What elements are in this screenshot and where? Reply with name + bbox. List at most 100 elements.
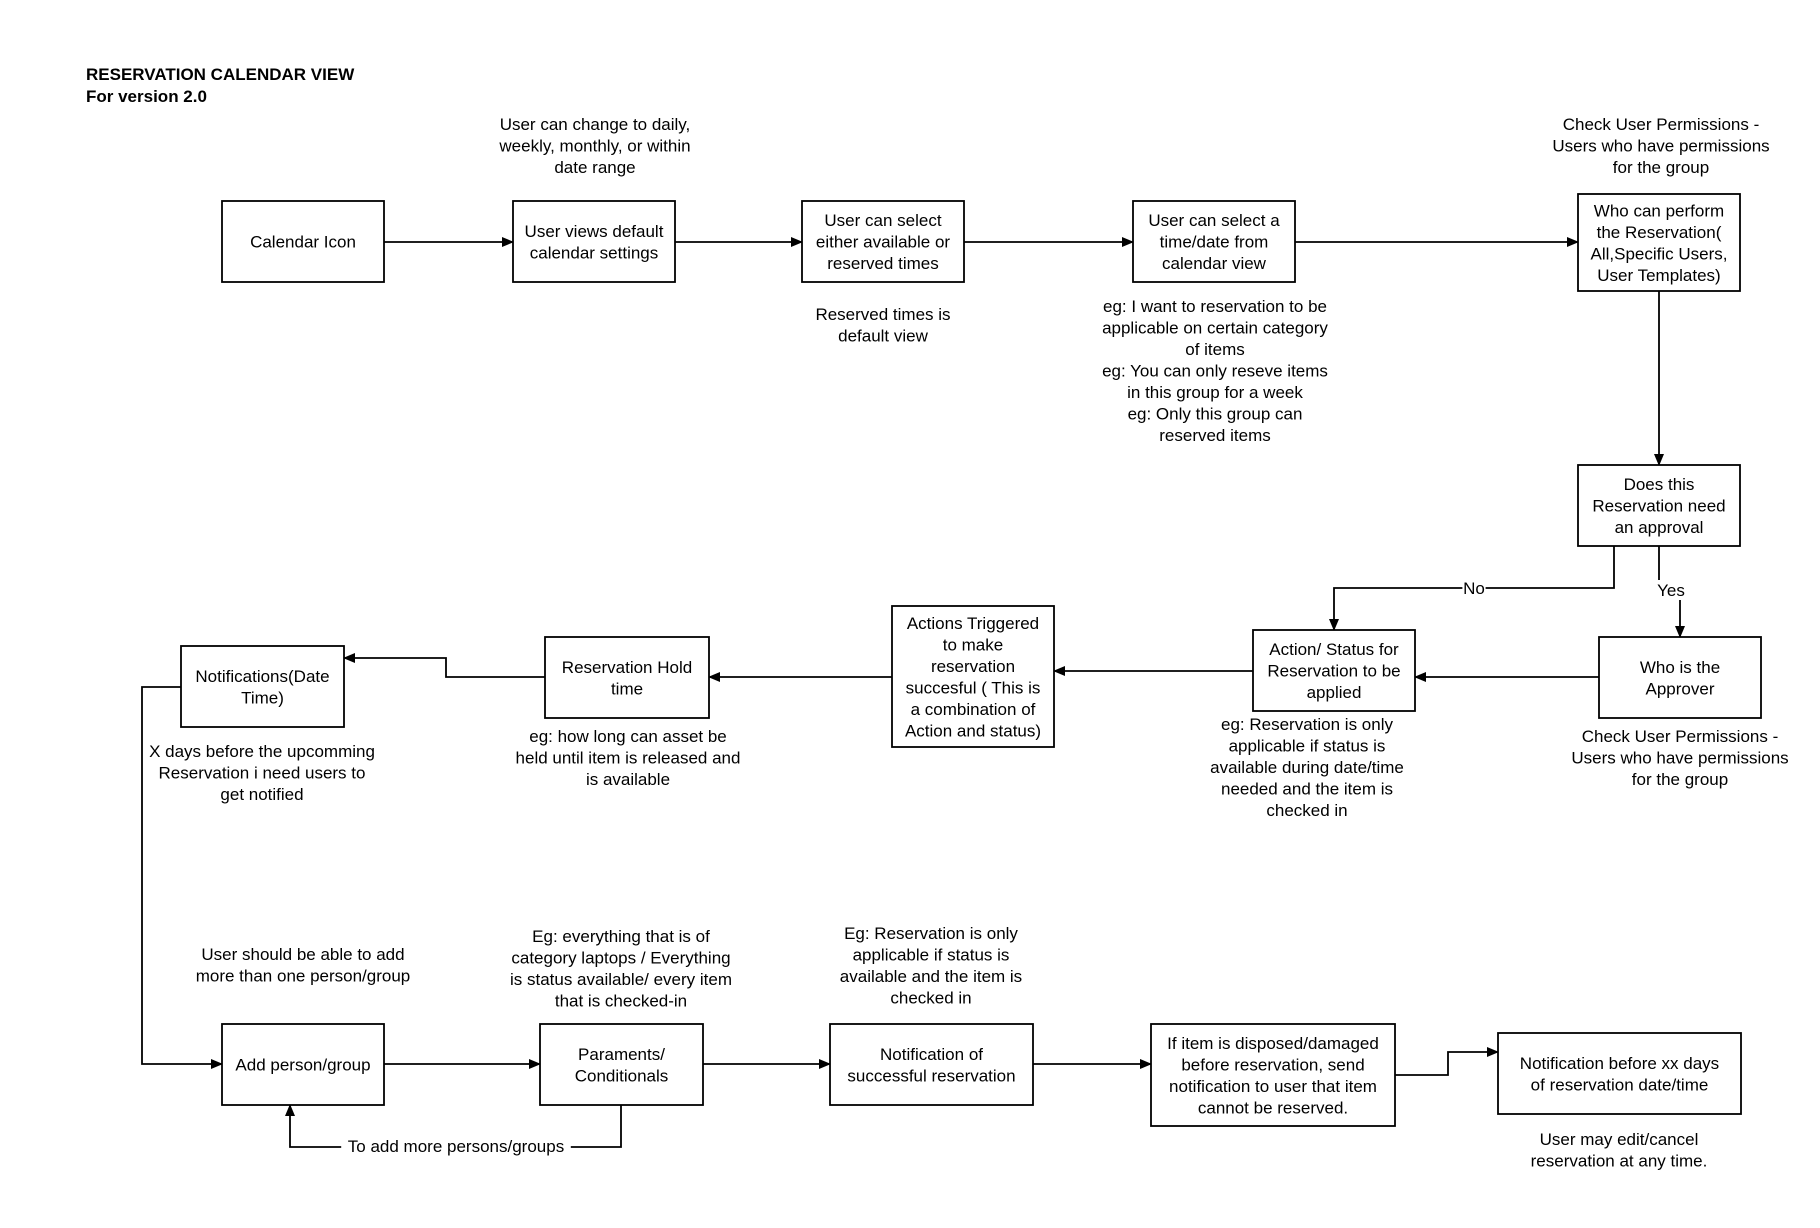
- node-label-line: Reservation to be: [1267, 662, 1400, 681]
- node-label-line: Calendar Icon: [250, 233, 356, 252]
- node-default-settings: User views default calendar settings: [512, 200, 676, 283]
- note-line: Reservation i need users to: [159, 764, 366, 783]
- node-label-line: Notifications(Date: [195, 667, 329, 686]
- node-box: [1150, 1023, 1396, 1127]
- node-label-line: before reservation, send: [1181, 1055, 1364, 1074]
- node-label-line: reserved times: [827, 254, 938, 273]
- node-label-line: calendar view: [1162, 254, 1267, 273]
- note-line: Eg: Reservation is only: [844, 924, 1018, 943]
- node-label-line: Actions Triggered: [907, 614, 1039, 633]
- node-label-line: applied: [1307, 683, 1362, 702]
- note-eg-hold: eg: how long can asset be held until item…: [516, 727, 741, 789]
- node-label-line: Time): [241, 688, 284, 707]
- node-label-line: cannot be reserved.: [1198, 1098, 1348, 1117]
- node-label-line: User views default: [525, 222, 664, 241]
- note-eg-category: eg: I want to reservation to beapplicabl…: [1102, 297, 1328, 445]
- node-box: [1577, 193, 1741, 292]
- note-line: for the group: [1632, 770, 1728, 789]
- node-label-line: Action and status): [905, 721, 1041, 740]
- note-line: weekly, monthly, or within: [498, 137, 690, 156]
- node-label-line: Notification of: [880, 1045, 983, 1064]
- note-line: get notified: [220, 785, 303, 804]
- node-add-person: Add person/group: [221, 1023, 385, 1106]
- note-line: applicable on certain category: [1102, 319, 1328, 338]
- note-line: more than one person/group: [196, 967, 411, 986]
- note-line: Reserved times is: [815, 305, 950, 324]
- note-line: reservation at any time.: [1531, 1152, 1708, 1171]
- node-box: [180, 645, 345, 728]
- note-line: is status available/ every item: [510, 970, 732, 989]
- node-label-line: successful reservation: [847, 1066, 1015, 1085]
- node-calendar-icon: Calendar Icon: [221, 200, 385, 283]
- node-label-line: All,Specific Users,: [1591, 244, 1728, 263]
- note-line: available and the item is: [840, 967, 1022, 986]
- note-line: held until item is released and: [516, 749, 741, 768]
- edge-notifications-to-add-person: [141, 686, 223, 1069]
- edge-label: Yes: [1657, 581, 1685, 600]
- node-label-line: Reservation need: [1592, 497, 1725, 516]
- note-check-perms-top: Check User Permissions -Users who have p…: [1552, 115, 1769, 177]
- node-label-line: Approver: [1646, 679, 1715, 698]
- node-box: [221, 1023, 385, 1106]
- note-eg-reservation-only: Eg: Reservation is only applicable if sta…: [840, 924, 1022, 1008]
- node-box: [1132, 200, 1296, 283]
- edge-hold-time-to-notifications: [343, 653, 545, 678]
- note-line: needed and the item is: [1221, 780, 1393, 799]
- diagram-subtitle: For version 2.0: [86, 87, 207, 106]
- node-label-line: the Reservation(: [1597, 223, 1722, 242]
- note-line: checked in: [1266, 801, 1347, 820]
- nodes-layer: Calendar Icon User views default calendar …: [180, 193, 1762, 1127]
- node-notif-success: Notification of successful reservation: [829, 1023, 1034, 1106]
- node-box: [1497, 1032, 1742, 1115]
- note-line: X days before the upcomming: [149, 742, 375, 761]
- node-notif-before: Notification before xx days of reservatio…: [1497, 1032, 1742, 1115]
- node-label-line: calendar settings: [530, 243, 659, 262]
- note-line: User can change to daily,: [500, 115, 691, 134]
- node-label-line: of reservation date/time: [1531, 1075, 1709, 1094]
- note-line: Check User Permissions -: [1582, 727, 1779, 746]
- node-label-line: Action/ Status for: [1269, 640, 1399, 659]
- note-add-more: User should be able to add more than one …: [196, 945, 411, 986]
- node-label-line: Paraments/: [578, 1045, 665, 1064]
- edge-disposed-to-notif-before: [1395, 1047, 1499, 1076]
- edge-label-background: [1655, 580, 1687, 600]
- node-hold-time: Reservation Hold time: [544, 636, 710, 719]
- node-box: [1598, 636, 1762, 719]
- node-label-line: Notification before xx days: [1520, 1054, 1719, 1073]
- node-label-line: time: [611, 679, 643, 698]
- node-box: [1252, 629, 1416, 712]
- node-label-line: If item is disposed/damaged: [1167, 1034, 1379, 1053]
- note-line: in this group for a week: [1127, 383, 1303, 402]
- note-line: User should be able to add: [201, 945, 404, 964]
- node-label-line: Who is the: [1640, 658, 1720, 677]
- note-line: checked in: [890, 989, 971, 1008]
- note-line: is available: [586, 770, 670, 789]
- node-label-line: either available or: [816, 233, 951, 252]
- node-box: [544, 636, 710, 719]
- note-line: eg: You can only reseve items: [1102, 362, 1328, 381]
- note-line: for the group: [1613, 158, 1709, 177]
- edge-label: To add more persons/groups: [348, 1137, 564, 1156]
- node-label-line: Reservation Hold: [562, 658, 692, 677]
- node-label-line: a combination of: [911, 700, 1036, 719]
- note-line: User may edit/cancel: [1540, 1130, 1699, 1149]
- note-line: eg: how long can asset be: [529, 727, 727, 746]
- note-line: available during date/time: [1210, 758, 1404, 777]
- node-box: [891, 605, 1055, 748]
- node-paraments: Paraments/Conditionals: [539, 1023, 704, 1106]
- note-change-view: User can change to daily, weekly, monthly…: [498, 115, 690, 177]
- node-box: [539, 1023, 704, 1106]
- edge-label-background: [341, 1136, 571, 1156]
- node-label-line: an approval: [1615, 518, 1704, 537]
- note-line: applicable if status is: [853, 946, 1010, 965]
- node-box: [512, 200, 676, 283]
